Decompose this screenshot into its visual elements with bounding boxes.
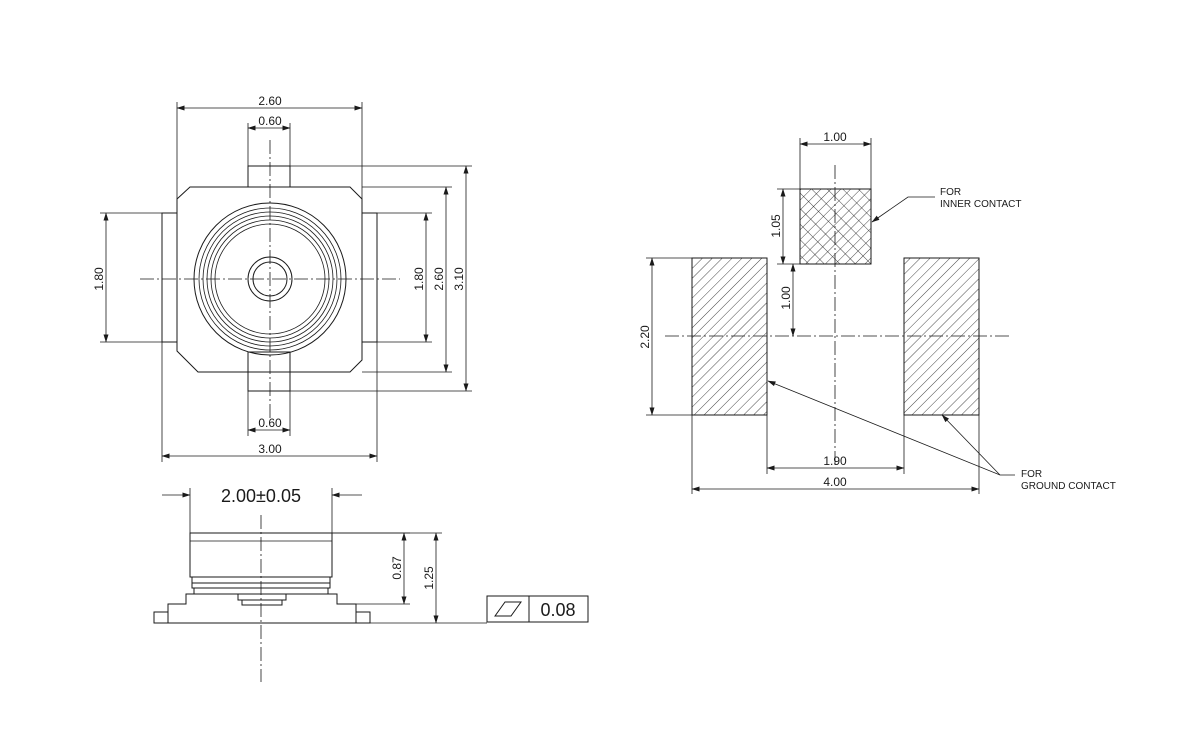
flatness-icon xyxy=(494,601,522,617)
dim-right-310: 3.10 xyxy=(452,267,466,291)
dim-pad-gap-190: 1.90 xyxy=(823,454,847,468)
leader-inner-contact xyxy=(871,196,935,223)
connector-body-outline xyxy=(176,186,363,373)
note-inner-contact: FOR INNER CONTACT xyxy=(940,187,1021,210)
ground-pad-right xyxy=(903,257,980,416)
top-tab xyxy=(247,165,291,188)
flatness-value: 0.08 xyxy=(540,600,575,620)
side-center-pin xyxy=(237,593,287,601)
bottom-tab xyxy=(247,351,291,392)
dim-total-width-400: 4.00 xyxy=(823,475,847,489)
dim-right-260: 2.60 xyxy=(432,267,446,291)
dim-bottom-300: 3.00 xyxy=(258,442,282,456)
dim-bottom-tab-060: 0.60 xyxy=(258,416,282,430)
left-tab xyxy=(161,212,178,343)
land-pattern: 1.00 1.05 1.00 2.20 1.90 4.00 FOR INNER … xyxy=(638,130,1116,494)
side-base xyxy=(167,593,357,624)
side-right-lead xyxy=(355,611,371,624)
dim-top-260: 2.60 xyxy=(258,94,282,108)
flatness-frame xyxy=(486,595,589,623)
dim-gap-100: 1.00 xyxy=(779,286,793,310)
right-tab xyxy=(361,212,378,343)
dim-top-tab-060: 0.60 xyxy=(258,114,282,128)
dim-inner-width-100: 1.00 xyxy=(823,130,847,144)
top-view: 2.60 0.60 0.60 3.00 1.80 1.80 2.60 xyxy=(92,94,472,462)
dim-right-180: 1.80 xyxy=(412,267,426,291)
side-left-lead xyxy=(153,611,169,624)
dim-left-180: 1.80 xyxy=(92,267,106,291)
side-view: 2.00±0.05 0.87 1.25 0.08 xyxy=(153,486,589,682)
ground-pad-left xyxy=(691,257,768,416)
dim-diameter: 2.00±0.05 xyxy=(221,486,301,506)
dim-pad-height-220: 2.20 xyxy=(638,325,652,349)
dim-height-125: 1.25 xyxy=(422,566,436,590)
dim-inner-height-105: 1.05 xyxy=(769,214,783,238)
dim-height-087: 0.87 xyxy=(390,556,404,580)
leader-ground-right xyxy=(941,414,1001,476)
note-ground-contact: FOR GROUND CONTACT xyxy=(1021,469,1116,492)
